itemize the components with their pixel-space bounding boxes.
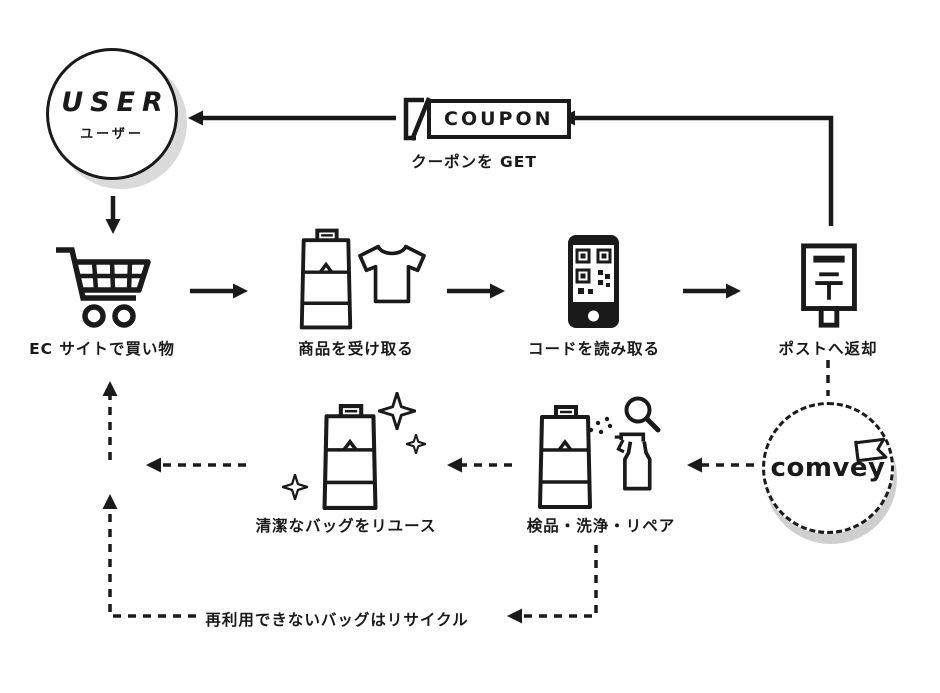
arrow-recycle-up: [102, 494, 196, 618]
arrow-inspection-to-recycle: [507, 545, 598, 624]
step-label-shop: EC サイトで買い物: [29, 340, 175, 358]
process-label-reuse: 清潔なバッグをリユース: [255, 517, 437, 535]
user-subtitle: ユーザー: [80, 126, 144, 142]
flag-icon: [854, 437, 888, 465]
arrow-user-to-shop: [105, 196, 121, 234]
coupon-stub-icon: [403, 97, 432, 141]
arrow-coupon-to-user: [188, 110, 396, 126]
arrow-receive-to-scan: [447, 283, 505, 299]
sparkle-icon: [378, 392, 416, 430]
arrow-up-to-shop: [102, 381, 118, 460]
arrow-shop-to-receive: [190, 283, 248, 299]
inspection-bag-icon: [532, 402, 598, 512]
step-label-return: ポストへ返却: [778, 340, 878, 358]
arrow-postbox-to-coupon: [560, 110, 834, 226]
recycle-note: 再利用できないバッグはリサイクル: [205, 611, 469, 629]
process-label-inspection: 検品・洗浄・リペア: [526, 517, 676, 535]
reuse-bag-icon: [316, 402, 384, 512]
sparkle-icon: [406, 434, 426, 454]
spray-dots: [586, 416, 614, 444]
user-badge: USER ユーザー: [46, 48, 178, 180]
arrow-scan-to-return: [683, 283, 741, 299]
postbox-icon: [799, 242, 859, 332]
step-label-receive: 商品を受け取る: [298, 340, 414, 358]
user-title: USER: [61, 86, 170, 118]
arrow-comvey-to-inspection: [687, 457, 754, 473]
step-label-scan: コードを読み取る: [527, 340, 661, 358]
cart-icon: [52, 240, 152, 332]
tshirt-icon: [352, 242, 432, 306]
coupon-caption: クーポンを GET: [411, 153, 537, 171]
arrow-reuse-left: [146, 457, 246, 473]
comvey-badge: comvey: [762, 402, 894, 534]
phone-qr-icon: [565, 232, 622, 331]
arrow-inspection-to-reuse: [447, 457, 512, 473]
coupon-label: COUPON: [427, 99, 571, 139]
bag-icon: [294, 226, 358, 332]
sparkle-icon: [282, 474, 308, 500]
coupon-ticket: COUPON: [398, 95, 571, 143]
spray-bottle-icon: [612, 428, 658, 494]
magnifier-icon: [622, 394, 662, 434]
